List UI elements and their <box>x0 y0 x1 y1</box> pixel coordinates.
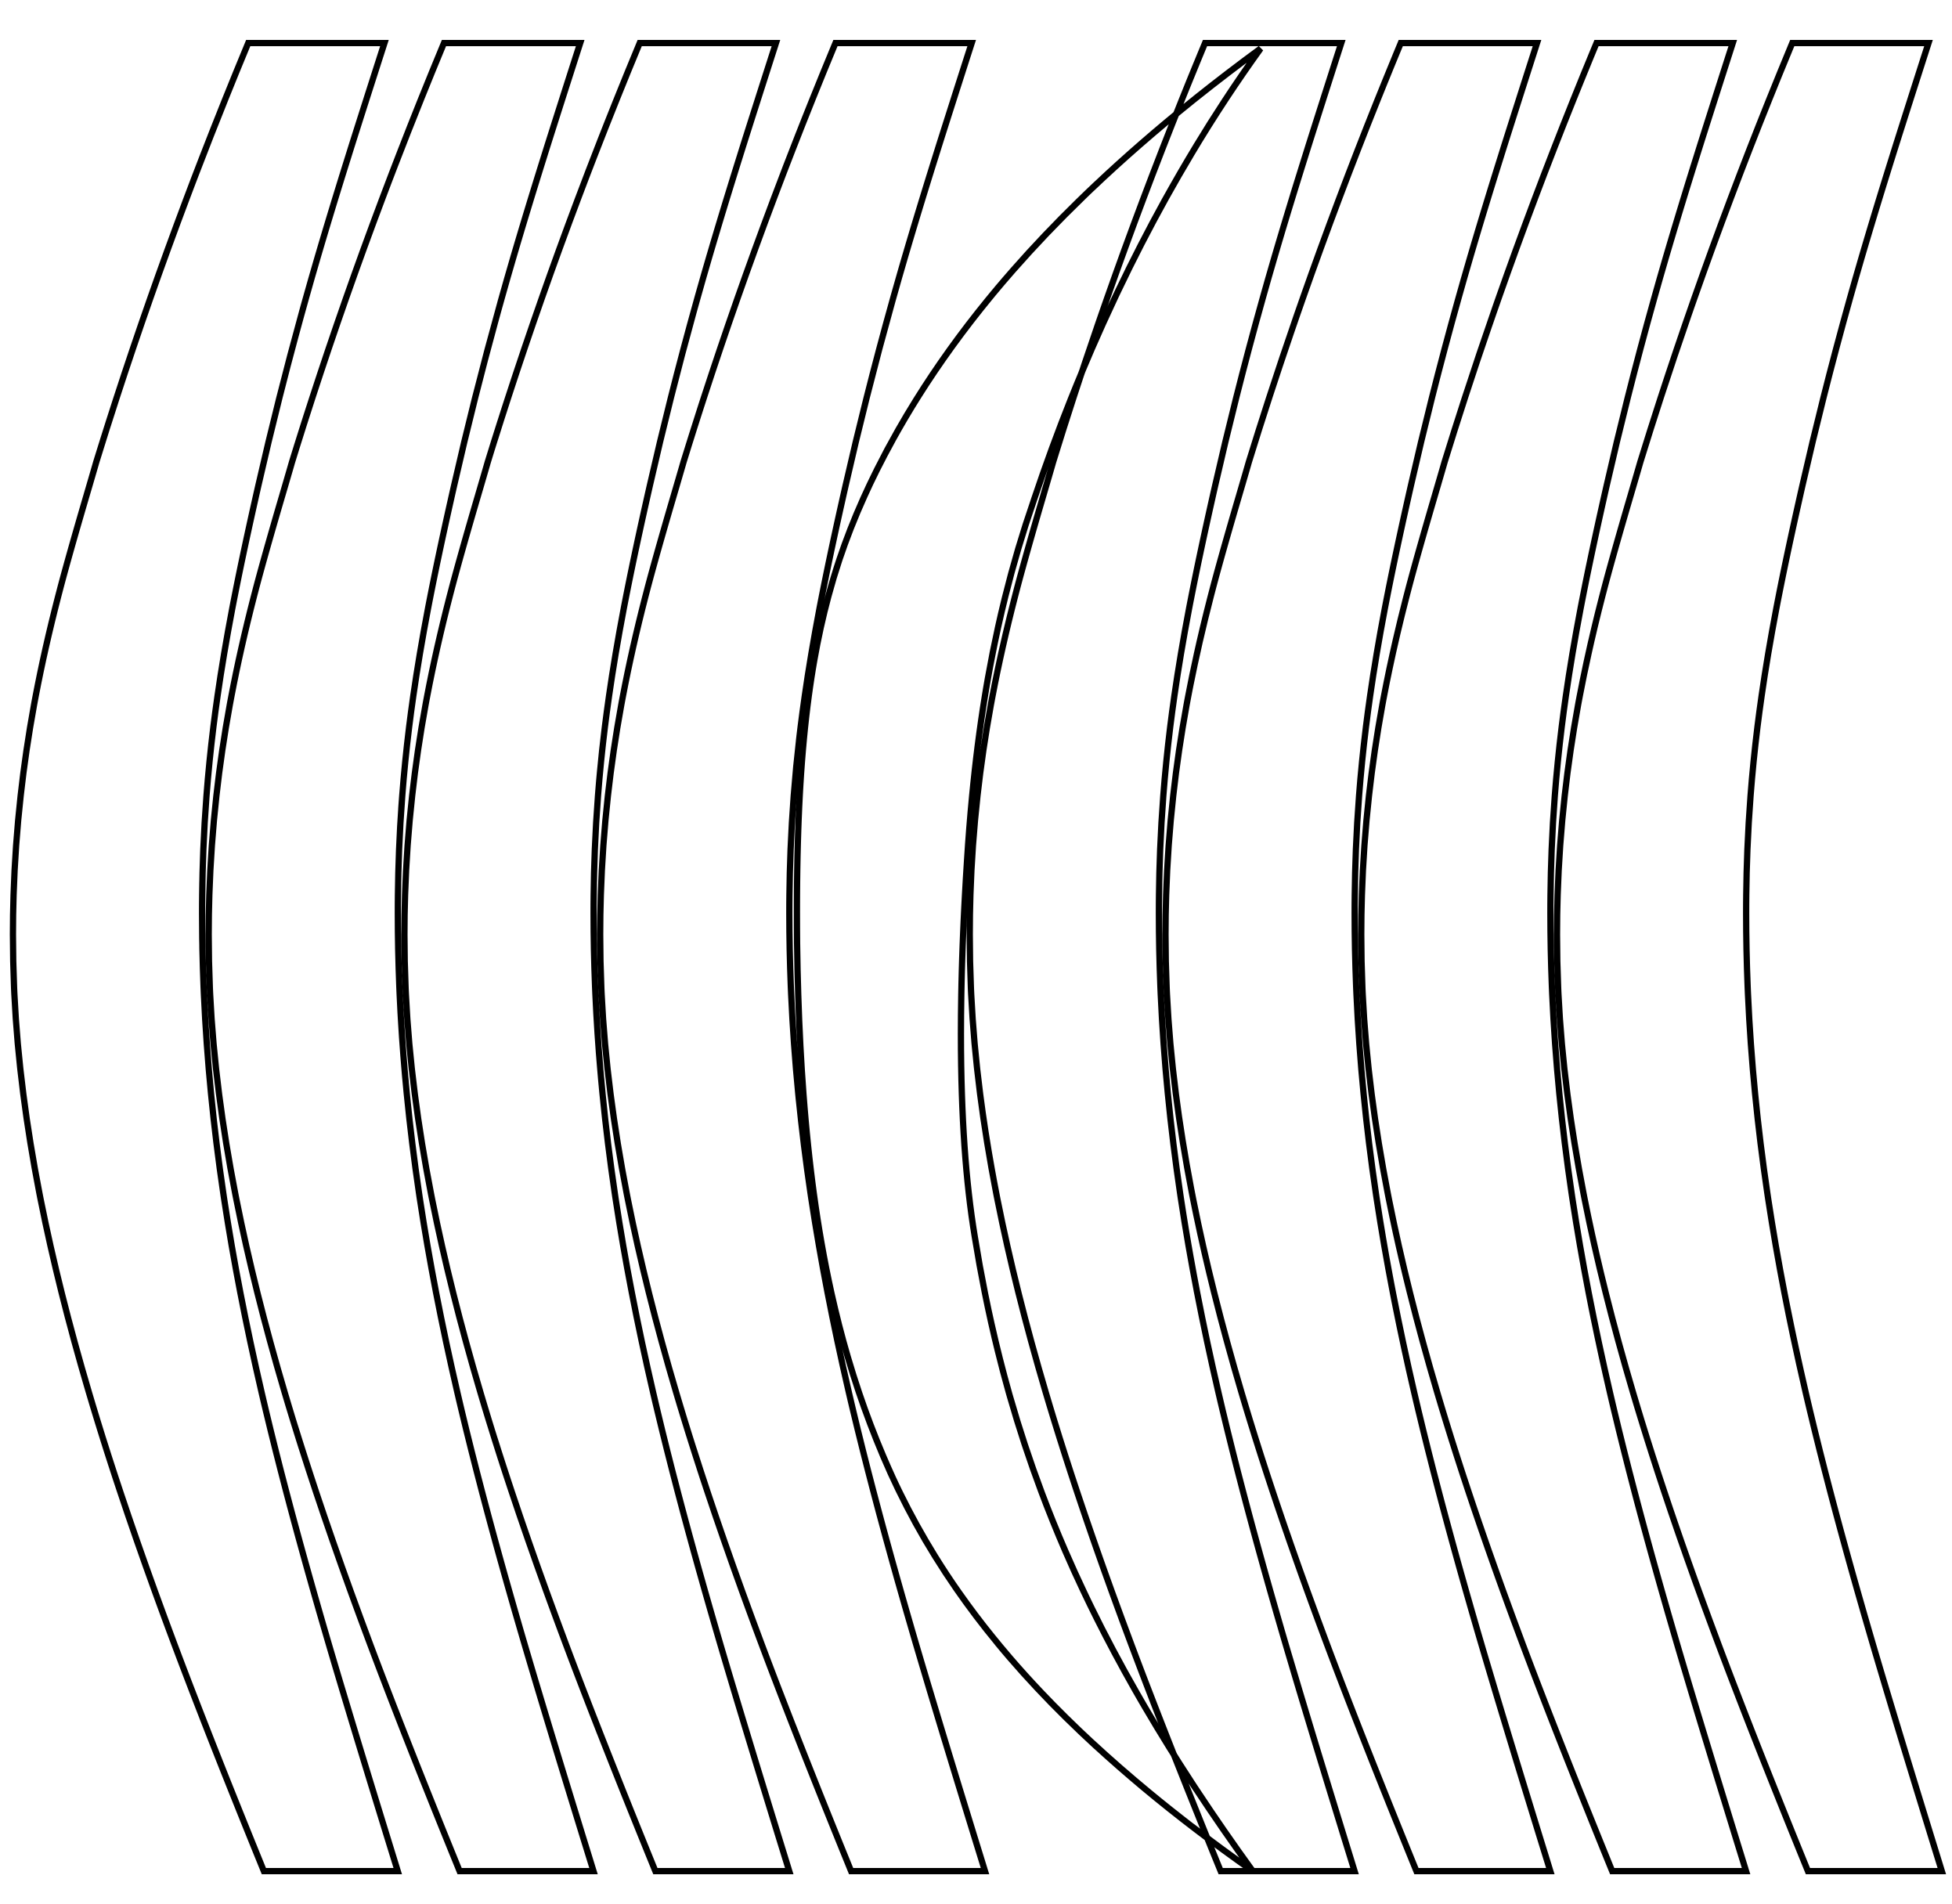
curved-band-6 <box>1162 40 1555 1874</box>
crossing-lens-group <box>793 45 1264 1874</box>
curved-band-2 <box>205 40 598 1874</box>
curved-bands-group <box>9 40 1947 1874</box>
crossing-lens-shape <box>793 45 1264 1874</box>
curved-band-1 <box>9 40 402 1874</box>
curved-band-8 <box>1553 40 1947 1874</box>
curved-band-4 <box>597 40 990 1874</box>
curved-band-7 <box>1358 40 1751 1874</box>
curved-band-3 <box>401 40 794 1874</box>
curved-band-5 <box>966 40 1359 1874</box>
